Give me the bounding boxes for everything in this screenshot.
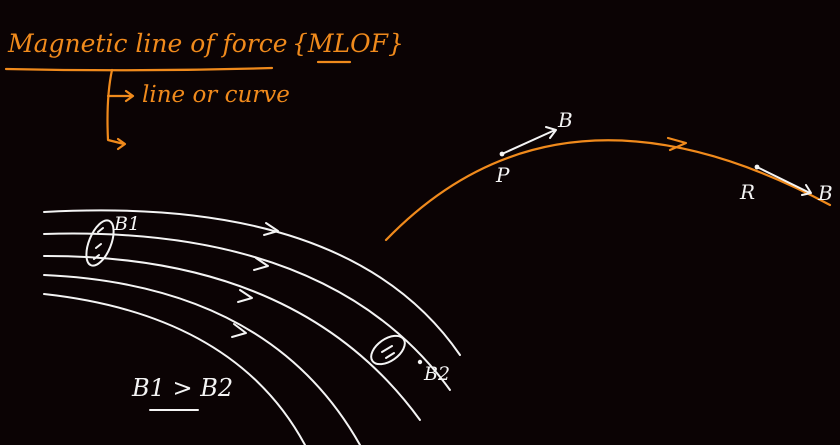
field-label-p: B xyxy=(557,108,573,132)
heading-title: Magnetic line of force xyxy=(7,29,288,58)
tangent-vector-r xyxy=(756,166,812,196)
field-line-2 xyxy=(43,232,451,391)
relation-text: B1 > B2 xyxy=(131,374,233,402)
branch-connector xyxy=(106,68,126,146)
tangent-vector-p xyxy=(501,126,557,155)
area-element-b2-hatch xyxy=(381,345,395,359)
field-label-r: B xyxy=(817,181,833,205)
field-arrow-3 xyxy=(237,289,253,303)
area-element-b1-hatch xyxy=(93,227,104,260)
branch-arrow-1 xyxy=(106,89,135,103)
b2-point-dot xyxy=(417,359,423,365)
arc-direction-arrow xyxy=(666,136,688,152)
field-lines-diagram: B1 B2 B1 > B2 xyxy=(43,209,461,445)
heading-group: Magnetic line of force {MLOF} line or cu… xyxy=(4,29,404,151)
area-element-b2 xyxy=(370,334,406,366)
field-arrow-1 xyxy=(263,222,279,236)
point-p-label: P xyxy=(495,163,510,187)
heading-underline xyxy=(4,66,274,72)
field-line-5 xyxy=(43,293,306,445)
branch-arrow-2 xyxy=(116,137,127,151)
field-line-arc xyxy=(384,139,832,242)
field-arrow-2 xyxy=(253,257,269,271)
branch-text: line or curve xyxy=(142,82,290,108)
label-b2: B2 xyxy=(423,363,450,385)
tangent-diagram: P B R B xyxy=(384,108,833,242)
heading-abbreviation: {MLOF} xyxy=(292,29,404,58)
point-r-label: R xyxy=(739,180,755,204)
field-line-4 xyxy=(43,274,361,445)
field-line-1 xyxy=(43,209,461,356)
field-arrow-4 xyxy=(231,323,247,338)
label-b1: B1 xyxy=(113,213,140,235)
field-line-3 xyxy=(43,254,421,421)
area-element-b1 xyxy=(85,219,115,267)
